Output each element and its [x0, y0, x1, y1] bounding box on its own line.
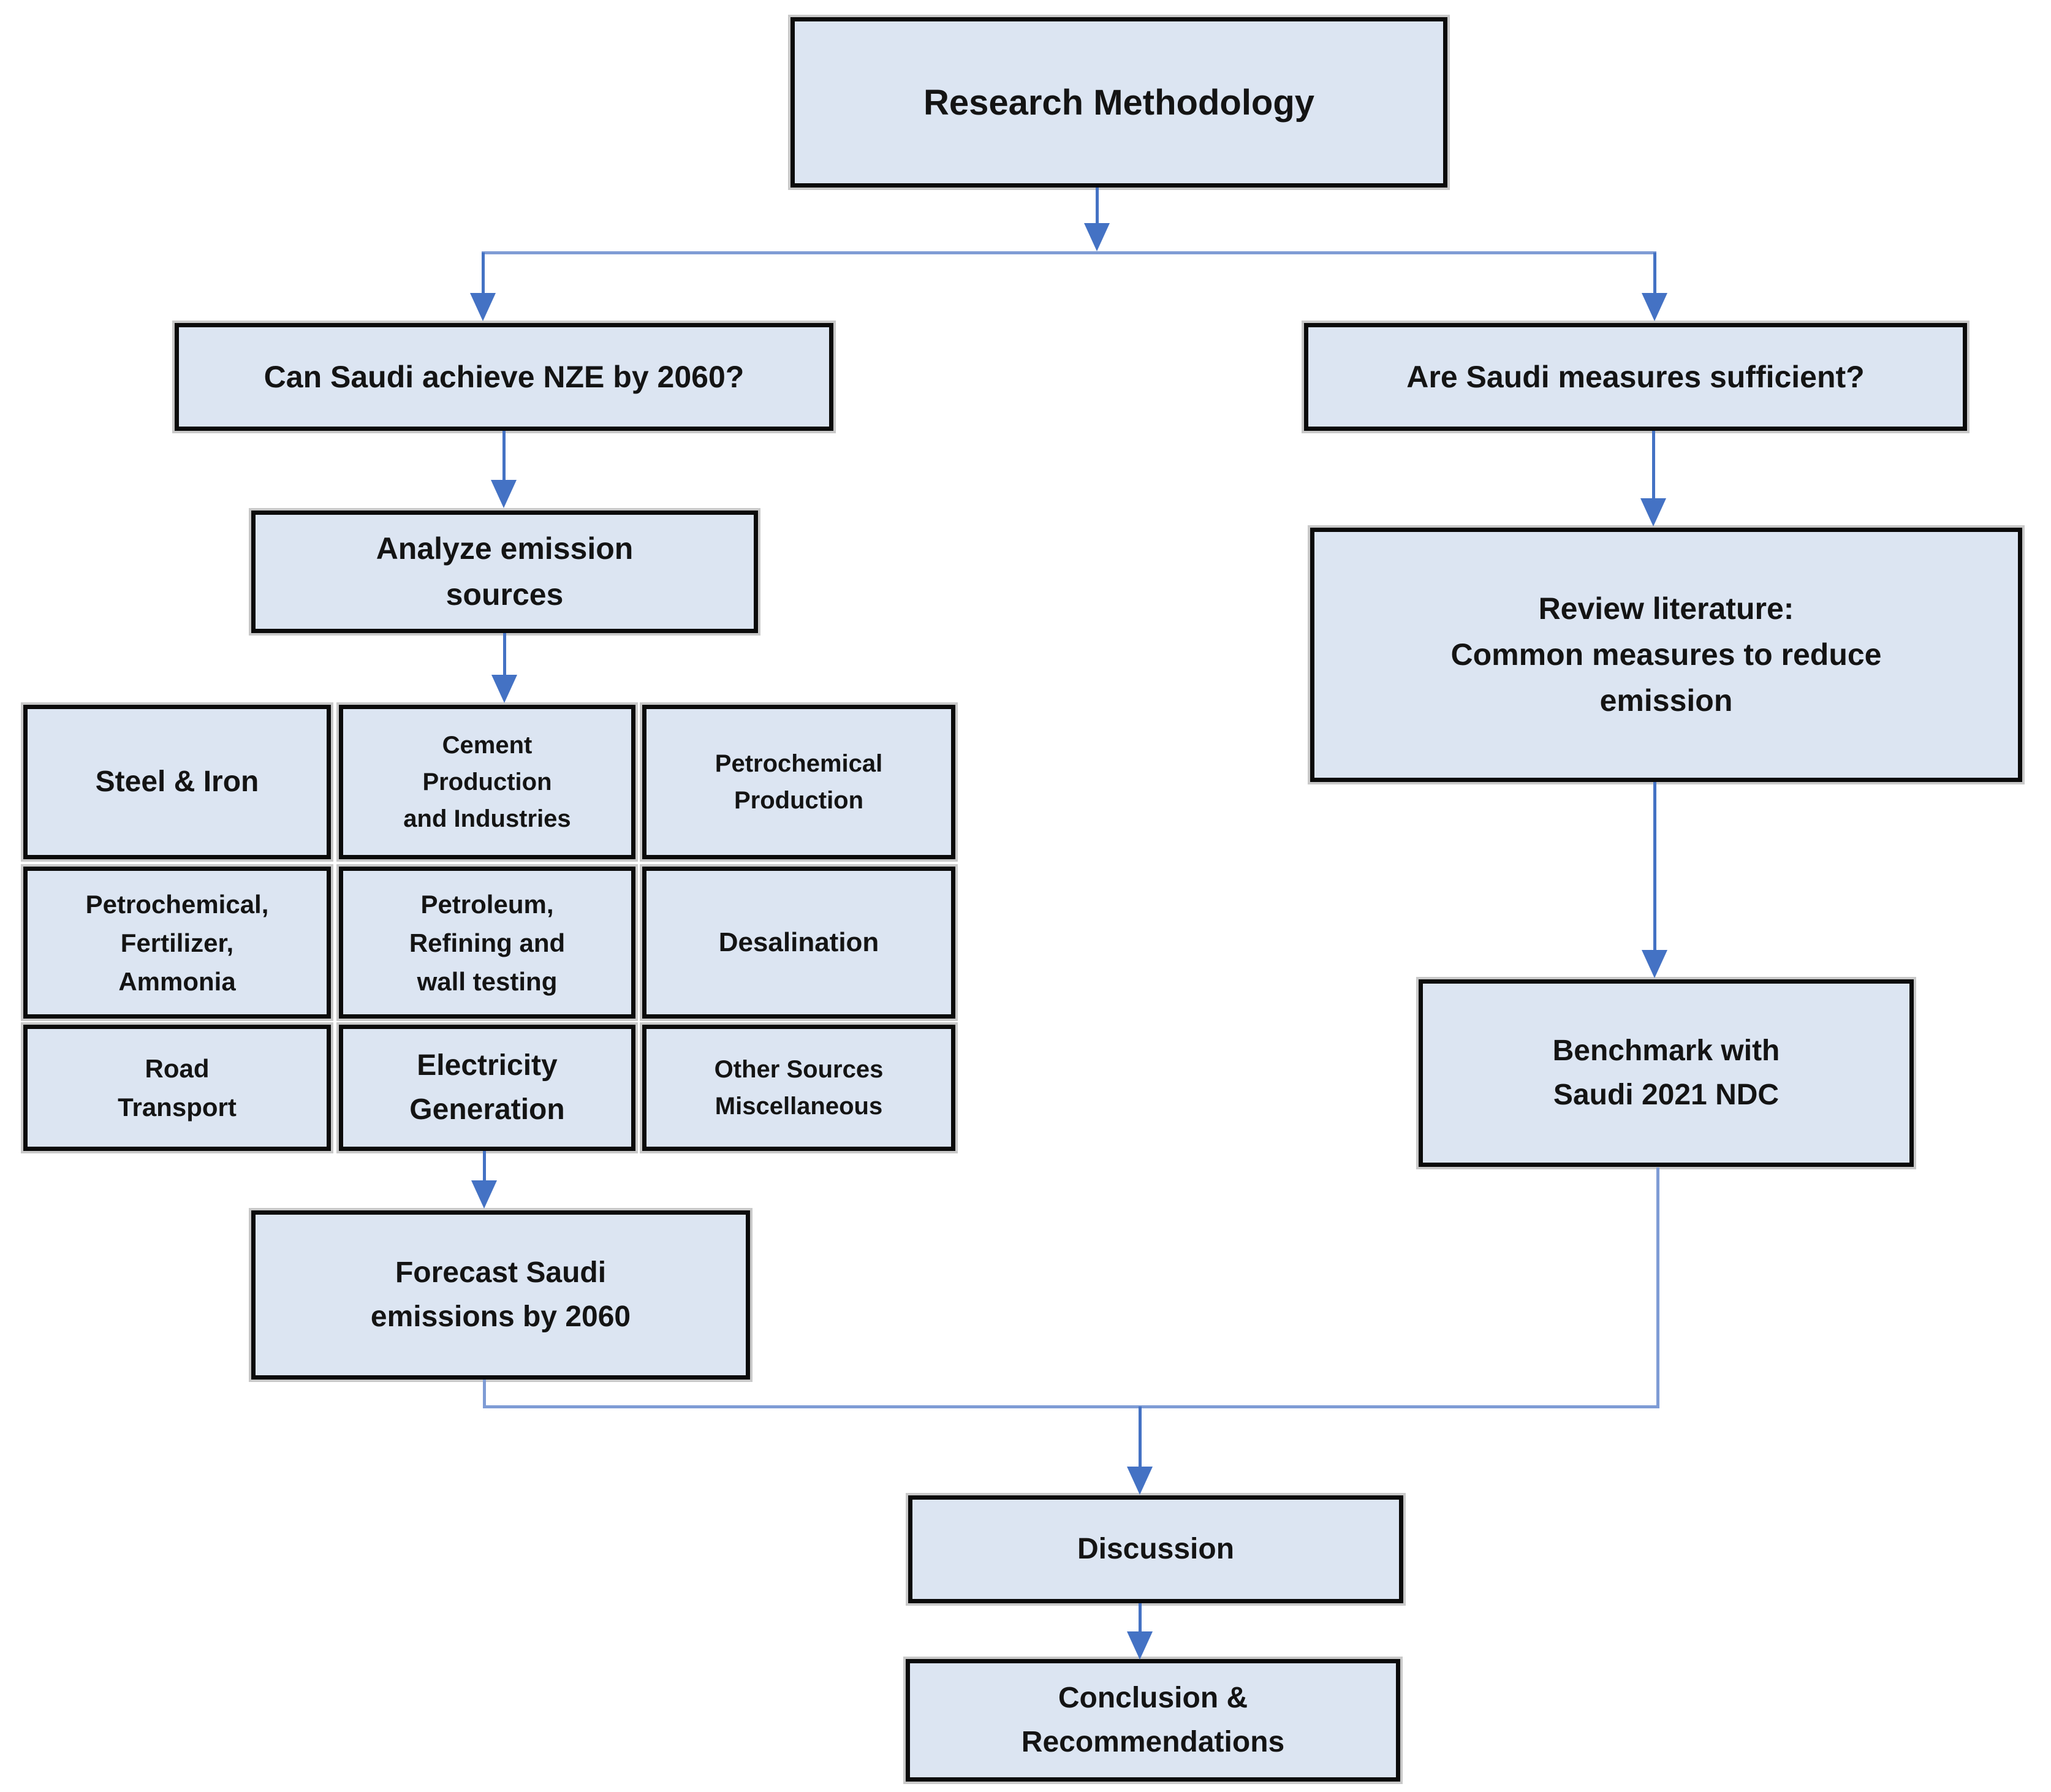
arrow-sources-to-forecast-head [471, 1180, 497, 1209]
source-cell-petrochemical-production: Petrochemical Production [642, 705, 955, 859]
line-forecast-down [483, 1380, 486, 1408]
source-cell-petroleum-refining: Petroleum, Refining and wall testing [339, 867, 635, 1019]
analyze-emission-sources-label: Analyze emission sources [376, 531, 634, 612]
line-benchmark-down [1656, 1167, 1659, 1408]
research-methodology-box: Research Methodology [790, 17, 1447, 188]
source-cell-petrochemical-fertilizer-ammonia: Petrochemical, Fertilizer, Ammonia [23, 867, 331, 1019]
arrow-split-to-left-question-head [470, 293, 496, 321]
are-saudi-measures-sufficient-label: Are Saudi measures sufficient? [1406, 359, 1865, 394]
discussion-box: Discussion [908, 1495, 1403, 1603]
arrow-discussion-to-conclusion-head [1127, 1631, 1153, 1660]
source-cell-other-sources-label: Other Sources Miscellaneous [714, 1056, 884, 1120]
forecast-emissions-box: Forecast Saudi emissions by 2060 [251, 1210, 750, 1380]
arrow-merge-to-discussion [1139, 1407, 1142, 1468]
arrow-merge-to-discussion-head [1127, 1467, 1153, 1495]
source-cell-petrochemical-production-label: Petrochemical Production [715, 750, 883, 814]
arrow-sources-to-forecast [483, 1151, 486, 1182]
arrow-question-to-review [1652, 431, 1655, 499]
source-cell-electricity-generation: Electricity Generation [339, 1025, 635, 1151]
arrow-split-to-left-question [482, 252, 485, 294]
research-methodology-label: Research Methodology [923, 82, 1315, 123]
arrow-analyze-to-sources-head [491, 675, 517, 703]
arrow-question-to-analyze [502, 431, 506, 481]
source-cell-steel-iron: Steel & Iron [23, 705, 331, 859]
can-saudi-achieve-nze-label: Can Saudi achieve NZE by 2060? [263, 359, 745, 394]
source-cell-petroleum-refining-label: Petroleum, Refining and wall testing [409, 889, 566, 996]
arrow-review-to-benchmark [1653, 782, 1656, 951]
arrow-split-to-right-question-head [1642, 293, 1667, 321]
review-literature-box: Review literature: Common measures to re… [1310, 528, 2022, 782]
source-cell-electricity-generation-label: Electricity Generation [409, 1049, 565, 1126]
source-cell-road-transport-label: Road Transport [118, 1054, 237, 1122]
source-cell-desalination-label: Desalination [718, 927, 879, 957]
source-cell-cement-production-label: Cement Production and Industries [403, 732, 571, 832]
arrow-analyze-to-sources [503, 633, 506, 676]
conclusion-recommendations-box: Conclusion & Recommendations [906, 1659, 1400, 1782]
arrow-question-to-analyze-head [491, 480, 517, 508]
source-cell-other-sources: Other Sources Miscellaneous [642, 1025, 955, 1151]
source-cell-desalination: Desalination [642, 867, 955, 1019]
split-line [482, 251, 1656, 254]
arrow-discussion-to-conclusion [1139, 1603, 1142, 1633]
arrow-question-to-review-head [1640, 498, 1666, 526]
arrow-split-to-right-question [1653, 252, 1656, 294]
review-literature-label: Review literature: Common measures to re… [1450, 591, 1882, 718]
analyze-emission-sources-box: Analyze emission sources [251, 511, 758, 633]
source-cell-steel-iron-label: Steel & Iron [95, 765, 259, 798]
source-cell-petrochemical-fertilizer-ammonia-label: Petrochemical, Fertilizer, Ammonia [85, 889, 269, 996]
benchmark-ndc-label: Benchmark with Saudi 2021 NDC [1552, 1035, 1780, 1111]
forecast-emissions-label: Forecast Saudi emissions by 2060 [370, 1256, 631, 1333]
arrow-review-to-benchmark-head [1642, 950, 1667, 978]
merge-line [483, 1405, 1659, 1408]
arrow-title-to-split [1096, 188, 1099, 224]
source-cell-cement-production: Cement Production and Industries [339, 705, 635, 859]
arrow-title-to-split-head [1084, 223, 1110, 251]
source-cell-road-transport: Road Transport [23, 1025, 331, 1151]
can-saudi-achieve-nze-box: Can Saudi achieve NZE by 2060? [175, 323, 833, 431]
conclusion-recommendations-label: Conclusion & Recommendations [1021, 1682, 1285, 1758]
are-saudi-measures-sufficient-box: Are Saudi measures sufficient? [1304, 323, 1967, 431]
benchmark-ndc-box: Benchmark with Saudi 2021 NDC [1419, 979, 1914, 1167]
discussion-label: Discussion [1077, 1533, 1235, 1565]
